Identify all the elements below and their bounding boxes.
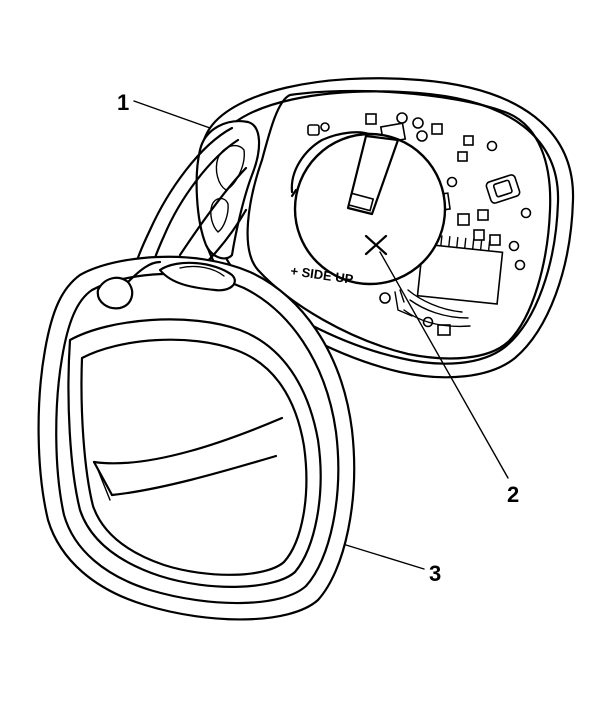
callout-1: 1 xyxy=(117,90,211,129)
callout-3: 3 xyxy=(345,544,441,586)
keypad-housing xyxy=(37,255,356,621)
callout-label-2: 2 xyxy=(507,482,519,507)
coin-battery xyxy=(293,132,447,286)
callout-2: 2 xyxy=(379,251,519,507)
callout-label-1: 1 xyxy=(117,90,129,115)
callout-label-3: 3 xyxy=(429,561,441,586)
